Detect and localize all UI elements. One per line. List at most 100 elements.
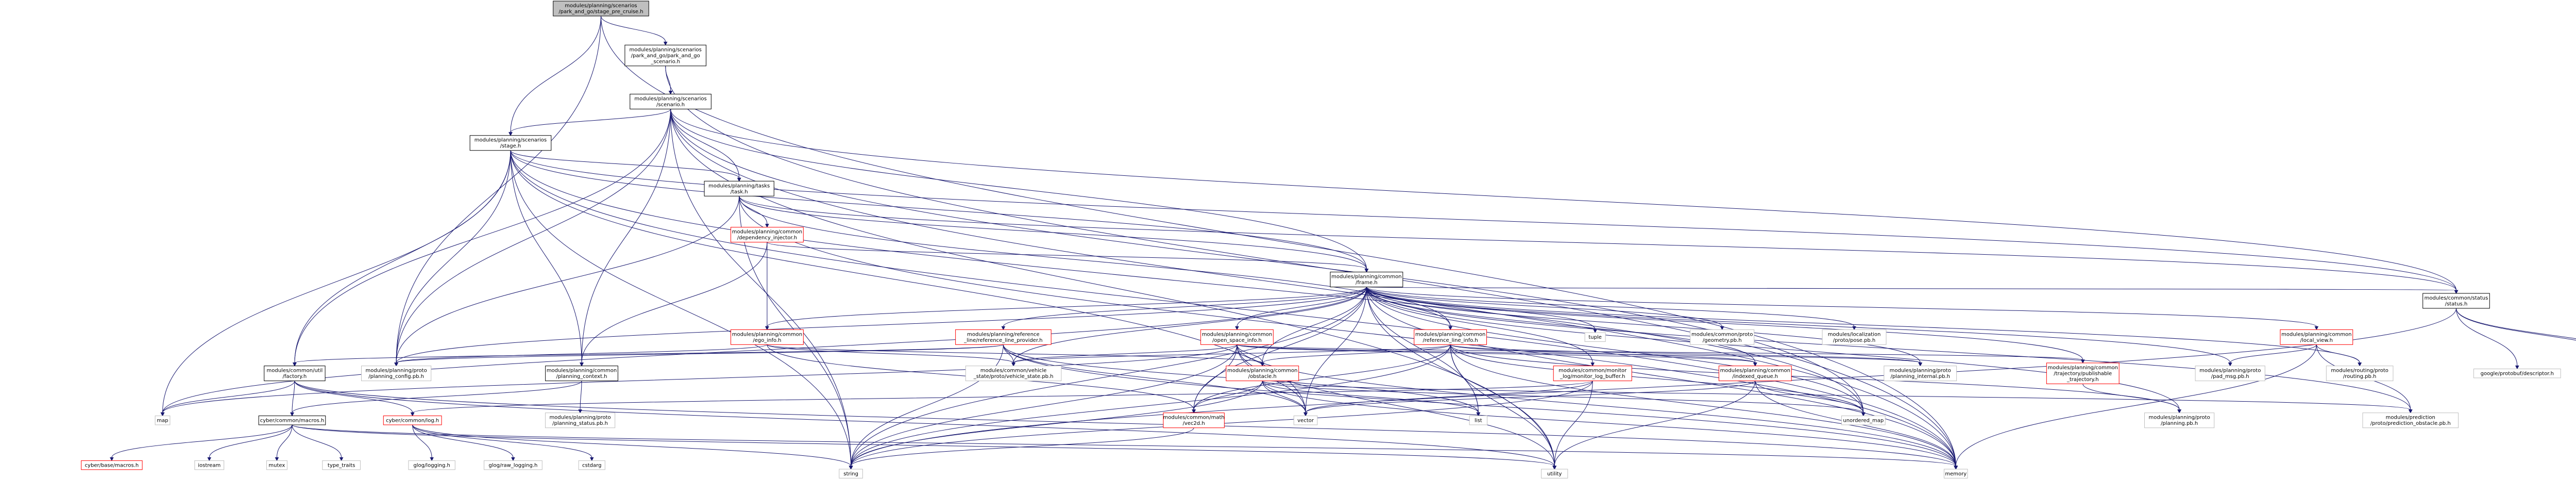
edge-log-to-string xyxy=(412,424,853,470)
node-box xyxy=(483,460,543,470)
node-glograw: glog/raw_logging.h xyxy=(483,460,543,470)
node-box xyxy=(624,44,707,67)
edge-frame-to-map xyxy=(160,287,1367,417)
node-depinj[interactable]: modules/planning/common/dependency_injec… xyxy=(731,227,804,243)
edge-depinj-to-plctx xyxy=(580,242,768,367)
node-memory: memory xyxy=(1943,469,1968,478)
node-label: /routing.pb.h xyxy=(2343,374,2377,380)
edge-refinfo-to-idxq xyxy=(1450,344,1757,367)
arrowhead xyxy=(1260,362,1265,367)
node-label: modules/planning/tasks xyxy=(708,183,770,189)
node-box xyxy=(578,460,605,470)
edge-frame-to-umap xyxy=(1366,287,1866,417)
node-box xyxy=(545,412,616,428)
node-label: /vec2d.h xyxy=(1183,421,1205,426)
node-internpb: modules/planning/proto/planning_internal… xyxy=(1884,366,1957,382)
node-box xyxy=(383,415,442,425)
edge-frame-to-ego xyxy=(765,287,1367,331)
node-label: modules/common/util xyxy=(267,368,323,374)
node-frame[interactable]: modules/planning/common/frame.h xyxy=(1330,272,1403,288)
node-stage[interactable]: modules/planning/scenarios/stage.h xyxy=(469,135,552,151)
edge-task-to-confpb xyxy=(394,196,740,367)
arrowhead xyxy=(589,457,594,461)
edge-frame-to-localview xyxy=(1366,287,2319,331)
node-box xyxy=(839,469,863,478)
node-macros[interactable]: cyber/common/macros.h xyxy=(258,415,326,425)
node-box xyxy=(731,329,804,345)
edge-localview-to-padpb xyxy=(2228,344,2317,367)
node-label: tuple xyxy=(1588,335,1602,340)
node-pubtraj[interactable]: modules/planning/common/trajectory/publi… xyxy=(2046,362,2120,384)
node-label: modules/planning/common xyxy=(1202,332,1272,337)
node-root[interactable]: modules/planning/scenarios/park_and_go/s… xyxy=(553,1,649,16)
node-label: cyber/base/macros.h xyxy=(85,463,139,468)
node-box xyxy=(194,460,225,470)
edge-factory-to-memory xyxy=(294,381,1958,470)
node-layer: modules/planning/scenarios/park_and_go/s… xyxy=(81,1,2561,478)
edge-stage-to-plctx xyxy=(510,150,584,367)
node-label: _log/monitor_log_buffer.h xyxy=(1560,374,1625,380)
node-label: modules/planning/scenarios xyxy=(630,47,702,53)
edge-stage-to-map xyxy=(160,150,511,417)
edge-stage-to-status xyxy=(510,150,2459,294)
arrowhead xyxy=(207,457,212,461)
arrowhead xyxy=(160,412,165,417)
node-box xyxy=(1822,329,1887,345)
node-planpb: modules/planning/proto/planning.pb.h xyxy=(2144,412,2215,428)
node-label: string xyxy=(843,471,858,477)
node-scenario[interactable]: modules/planning/scenarios/scenario.h xyxy=(630,93,711,109)
edge-log-to-glog xyxy=(412,424,434,461)
arrowhead xyxy=(2408,409,2413,414)
node-log[interactable]: cyber/common/log.h xyxy=(383,415,442,425)
edge-refprov-to-factory xyxy=(293,344,1004,367)
node-refprov[interactable]: modules/planning/reference_line/referenc… xyxy=(955,329,1052,345)
node-box xyxy=(1841,415,1886,425)
node-label: cyber/common/log.h xyxy=(386,418,439,423)
node-label: memory xyxy=(1945,471,1967,477)
node-box xyxy=(2046,362,2120,384)
node-monlog[interactable]: modules/common/monitor_log/monitor_log_b… xyxy=(1553,366,1632,382)
node-label: /status.h xyxy=(2445,301,2468,307)
node-box xyxy=(965,366,1062,382)
node-label: mutex xyxy=(268,463,285,468)
node-label: utility xyxy=(1547,471,1562,477)
node-obstacle[interactable]: modules/planning/common/obstacle.h xyxy=(1226,366,1299,382)
edge-localview-to-memory xyxy=(1954,344,2317,470)
node-refinfo[interactable]: modules/planning/common/reference_line_i… xyxy=(1414,329,1487,345)
node-box xyxy=(2422,293,2490,309)
edge-frame-to-status xyxy=(1366,287,2459,294)
node-label: iostream xyxy=(198,463,221,468)
node-idxq[interactable]: modules/planning/common/indexed_queue.h xyxy=(1718,366,1792,382)
node-basemac[interactable]: cyber/base/macros.h xyxy=(81,460,143,470)
node-ego[interactable]: modules/planning/common/ego_info.h xyxy=(731,329,804,345)
node-plctx[interactable]: modules/planning/common/planning_context… xyxy=(545,366,618,382)
node-box xyxy=(1553,366,1632,382)
node-label: /trajectory/publishable xyxy=(2054,371,2112,376)
edge-task-to-status xyxy=(739,196,2459,294)
node-localview[interactable]: modules/planning/common/local_view.h xyxy=(2280,329,2353,345)
node-label: modules/planning/scenarios xyxy=(565,3,637,9)
node-openspace[interactable]: modules/planning/common/open_space_info.… xyxy=(1200,329,1274,345)
node-box xyxy=(1884,366,1957,382)
node-factory[interactable]: modules/common/util/factory.h xyxy=(264,366,326,382)
edge-refprov-to-confpb xyxy=(394,344,1004,367)
node-label: /planning_context.h xyxy=(556,374,607,380)
node-box xyxy=(955,329,1052,345)
node-glog: glog/logging.h xyxy=(408,460,455,470)
node-label: /scenario.h xyxy=(656,102,685,108)
arrowhead xyxy=(1593,329,1597,334)
node-task[interactable]: modules/planning/tasks/task.h xyxy=(704,180,774,196)
node-status[interactable]: modules/common/status/status.h xyxy=(2422,293,2490,309)
node-label: /stage.h xyxy=(500,143,521,149)
node-box xyxy=(1690,329,1755,345)
node-label: modules/planning/proto xyxy=(366,368,427,374)
node-label: /frame.h xyxy=(1355,280,1378,286)
node-vec2d[interactable]: modules/common/math/vec2d.h xyxy=(1163,412,1225,428)
arrowhead xyxy=(578,409,582,414)
edge-task-to-refinfo xyxy=(739,196,1452,331)
node-geopb: modules/common/proto/geometry.pb.h xyxy=(1690,329,1755,345)
edge-frame-to-planpb xyxy=(1366,287,2181,414)
node-scen_h[interactable]: modules/planning/scenarios/park_and_go/p… xyxy=(624,44,707,67)
node-box xyxy=(630,93,711,109)
node-label: /park_and_go/park_and_go xyxy=(631,53,700,59)
